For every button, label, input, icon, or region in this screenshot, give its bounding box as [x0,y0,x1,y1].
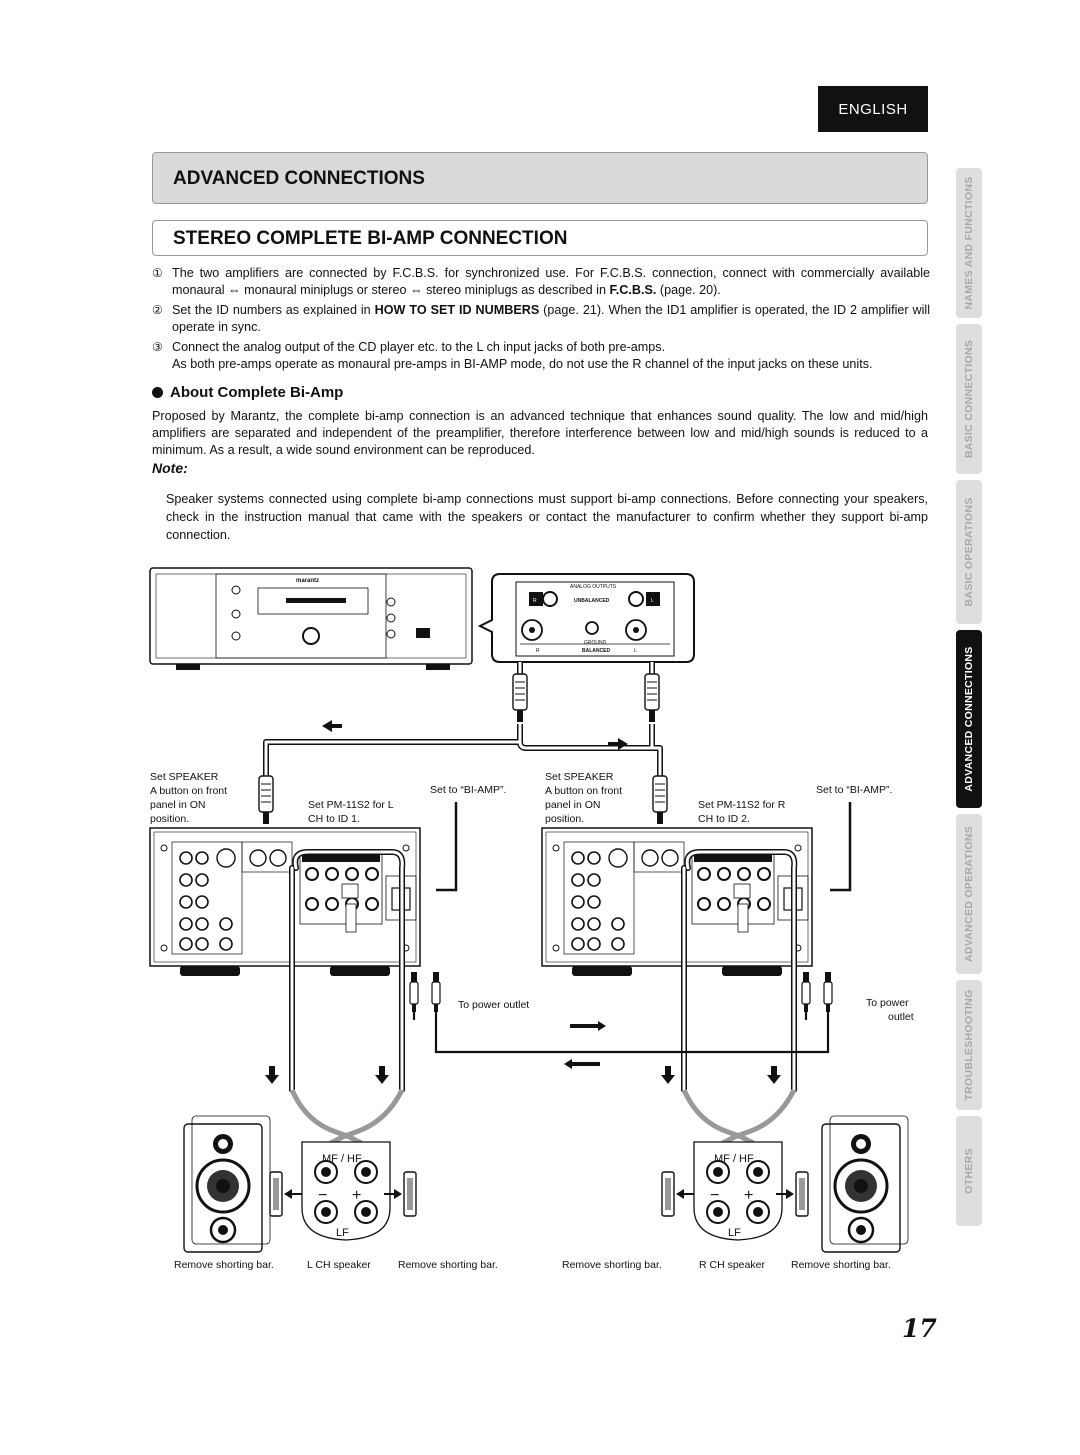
right-lf: LF [728,1227,741,1239]
side-tab-advanced-operations[interactable]: ADVANCED OPERATIONS [956,814,982,974]
side-tab-label: BASIC OPERATIONS [963,497,975,607]
language-tab: ENGLISH [818,86,928,132]
analog-outputs-label: ANALOG OUTPUTS [570,584,617,590]
step-number: ① [152,266,163,280]
right-minus: − [710,1187,719,1204]
side-tab-basic-operations[interactable]: BASIC OPERATIONS [956,480,982,624]
bottom-label-4: Remove shorting bar. [562,1259,662,1271]
left-set-speaker-2: A button on front [150,785,227,797]
speaker-right [820,1114,910,1254]
side-tab-label: ADVANCED CONNECTIONS [963,646,975,792]
cd-rear-panel: ANALOG OUTPUTS R UNBALANCED L GROUND R B… [477,573,695,663]
section-header: ADVANCED CONNECTIONS [152,152,928,204]
left-plus: + [352,1187,361,1204]
left-set-id-2: CH to ID 1. [308,813,360,825]
step-text-bold: HOW TO SET ID NUMBERS [374,303,540,317]
section-title: ADVANCED CONNECTIONS [173,168,425,189]
page-number: 17 [902,1314,937,1343]
right-set-id-2: CH to ID 2. [698,813,750,825]
step-item: ③ Connect the analog output of the CD pl… [152,339,930,373]
cd-player: marantz [149,567,473,670]
ground-label: GROUND [584,640,607,646]
right-power-label-2: outlet [888,1011,914,1023]
note-heading: Note: [152,460,188,476]
step-item: ② Set the ID numbers as explained in HOW… [152,302,930,336]
subsection-title: STEREO COMPLETE BI-AMP CONNECTION [173,228,568,249]
bottom-label-2: L CH speaker [307,1259,371,1271]
unbal-r: R [533,598,537,604]
side-tab-others[interactable]: OTHERS [956,1116,982,1226]
step-text-a: Set the ID numbers as explained in [172,303,375,317]
right-mfhf: MF / HF [714,1153,754,1165]
left-set-bi-amp: Set to “BI-AMP”. [430,784,506,796]
step-text: Set the ID numbers as explained in HOW T… [172,302,930,336]
bullet-icon [152,387,163,398]
about-title: About Complete Bi-Amp [170,384,344,401]
step-number: ③ [152,340,163,354]
left-set-speaker-4: position. [150,813,189,825]
left-set-speaker-1: Set SPEAKER [150,771,219,783]
side-tabs: NAMES AND FUNCTIONS BASIC CONNECTIONS BA… [956,168,982,1226]
left-minus: − [318,1187,327,1204]
unbal-l: L [651,598,654,604]
side-tab-label: ADVANCED OPERATIONS [963,826,975,962]
step-text-b: (page. 21). When the ID1 amplifier is op… [172,303,930,334]
right-set-id-1: Set PM-11S2 for R [698,799,786,811]
step-text-bold: F.C.B.S. [609,283,657,297]
subsection-header: STEREO COMPLETE BI-AMP CONNECTION [152,220,928,256]
right-set-bi-amp: Set to “BI-AMP”. [816,784,892,796]
right-set-speaker-4: position. [545,813,584,825]
right-set-speaker-1: Set SPEAKER [545,771,614,783]
side-tab-label: OTHERS [963,1148,975,1194]
steps-list: ① The two amplifiers are connected by F.… [152,265,930,376]
left-lf: LF [336,1227,349,1239]
unbalanced-label: UNBALANCED [574,598,610,604]
step-item: ① The two amplifiers are connected by F.… [152,265,930,299]
left-mfhf: MF / HF [322,1153,362,1165]
left-set-id-1: Set PM-11S2 for L [308,799,394,811]
left-set-speaker-3: panel in ON [150,799,205,811]
fcbs-cables [412,1010,830,1054]
speaker-left [182,1114,272,1254]
step-text-a: The two amplifiers are connected by F.C.… [172,266,930,297]
connection-diagram: marantz ANALOG OUTPUTS R UNBALANCED L GR… [149,567,914,1271]
step-text: Connect the analog output of the CD play… [172,339,930,373]
cd-brand: marantz [296,578,319,584]
side-tab-label: TROUBLESHOOTING [963,989,975,1101]
side-tab-names-and-functions[interactable]: NAMES AND FUNCTIONS [956,168,982,318]
about-text: Proposed by Marantz, the complete bi-amp… [152,409,928,457]
side-tab-advanced-connections[interactable]: ADVANCED CONNECTIONS [956,630,982,808]
step-text-b: (page. 20). [656,283,721,297]
terminal-right: MF / HF LF − + [693,1141,783,1241]
step-number: ② [152,303,163,317]
side-tab-basic-connections[interactable]: BASIC CONNECTIONS [956,324,982,474]
right-set-speaker-2: A button on front [545,785,622,797]
step-text-extra: As both pre-amps operate as monaural pre… [172,357,873,371]
step-text: The two amplifiers are connected by F.C.… [172,265,930,299]
bottom-label-5: R CH speaker [699,1259,765,1271]
bottom-label-6: Remove shorting bar. [791,1259,891,1271]
right-plus: + [744,1187,753,1204]
language-label: ENGLISH [838,100,908,118]
terminal-left: MF / HF LF − + [301,1141,391,1241]
side-tab-troubleshooting[interactable]: TROUBLESHOOTING [956,980,982,1110]
cable-cd-to-amps [263,662,663,776]
about-heading: About Complete Bi-Amp [152,384,343,401]
side-tab-label: BASIC CONNECTIONS [963,339,975,459]
balanced-label: BALANCED [582,648,610,654]
note-text: Speaker systems connected using complete… [166,492,928,542]
bottom-label-3: Remove shorting bar. [398,1259,498,1271]
bottom-label-1: Remove shorting bar. [174,1259,274,1271]
side-tab-label: NAMES AND FUNCTIONS [963,176,975,310]
right-power-label-1: To power [866,997,909,1009]
right-set-speaker-3: panel in ON [545,799,600,811]
bal-r: R [536,648,540,654]
left-power-label: To power outlet [458,999,529,1011]
bal-l: L [634,648,637,654]
step-text-a: Connect the analog output of the CD play… [172,340,666,354]
